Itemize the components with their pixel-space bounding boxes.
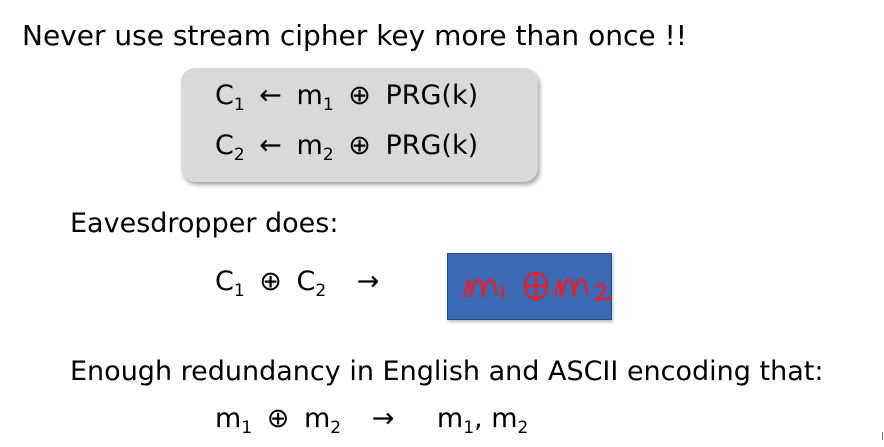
message-subscript: 1	[463, 418, 475, 438]
slide-title: Never use stream cipher key more than on…	[22, 19, 687, 52]
right-arrow-symbol: →	[356, 266, 380, 297]
ciphertext-subscript: 1	[233, 281, 245, 301]
prg-expression: PRG(k)	[385, 80, 479, 111]
ciphertext-symbol: C	[215, 266, 234, 297]
comma-separator: ,	[474, 403, 483, 434]
message-subscript: 1	[322, 95, 334, 115]
handwritten-xor-annotation	[462, 271, 613, 302]
ciphertext-symbol: C	[296, 266, 316, 297]
message-subscript: 2	[330, 418, 342, 438]
message-symbol: m	[296, 80, 323, 111]
message-subscript: 1	[241, 418, 253, 438]
message-symbol: m	[296, 130, 323, 161]
cipher-equation-2: C2 ← m2 ⊕ PRG(k)	[215, 130, 479, 165]
message-subscript: 2	[322, 145, 334, 165]
redundancy-statement: Enough redundancy in English and ASCII e…	[70, 356, 824, 387]
ciphertext-subscript: 2	[315, 281, 327, 301]
message-symbol: m	[303, 403, 331, 434]
xor-symbol: ⊕	[348, 80, 371, 111]
xor-symbol: ⊕	[348, 130, 371, 161]
ciphertext-symbol: C	[215, 130, 234, 161]
eavesdropper-equation: C1 ⊕ C2 →	[215, 266, 385, 301]
message-symbol: m	[215, 403, 242, 434]
ciphertext-symbol: C	[215, 80, 234, 111]
message-symbol: m	[436, 403, 464, 434]
prg-expression: PRG(k)	[385, 130, 479, 161]
message-symbol: m	[491, 403, 518, 434]
cipher-equations-box	[181, 68, 538, 182]
eavesdropper-heading: Eavesdropper does:	[70, 208, 339, 239]
recovery-equation: m1 ⊕ m2 → m1, m2	[215, 403, 529, 438]
ciphertext-subscript: 1	[233, 95, 245, 115]
cipher-equation-1: C1 ← m1 ⊕ PRG(k)	[215, 80, 479, 115]
right-arrow-symbol: →	[371, 403, 395, 434]
edge-mark	[882, 432, 883, 440]
xor-symbol: ⊕	[259, 266, 282, 297]
xor-symbol: ⊕	[266, 403, 290, 434]
ciphertext-subscript: 2	[233, 145, 245, 165]
message-subscript: 2	[517, 418, 529, 438]
left-arrow-symbol: ←	[259, 130, 282, 161]
left-arrow-symbol: ←	[259, 80, 282, 111]
